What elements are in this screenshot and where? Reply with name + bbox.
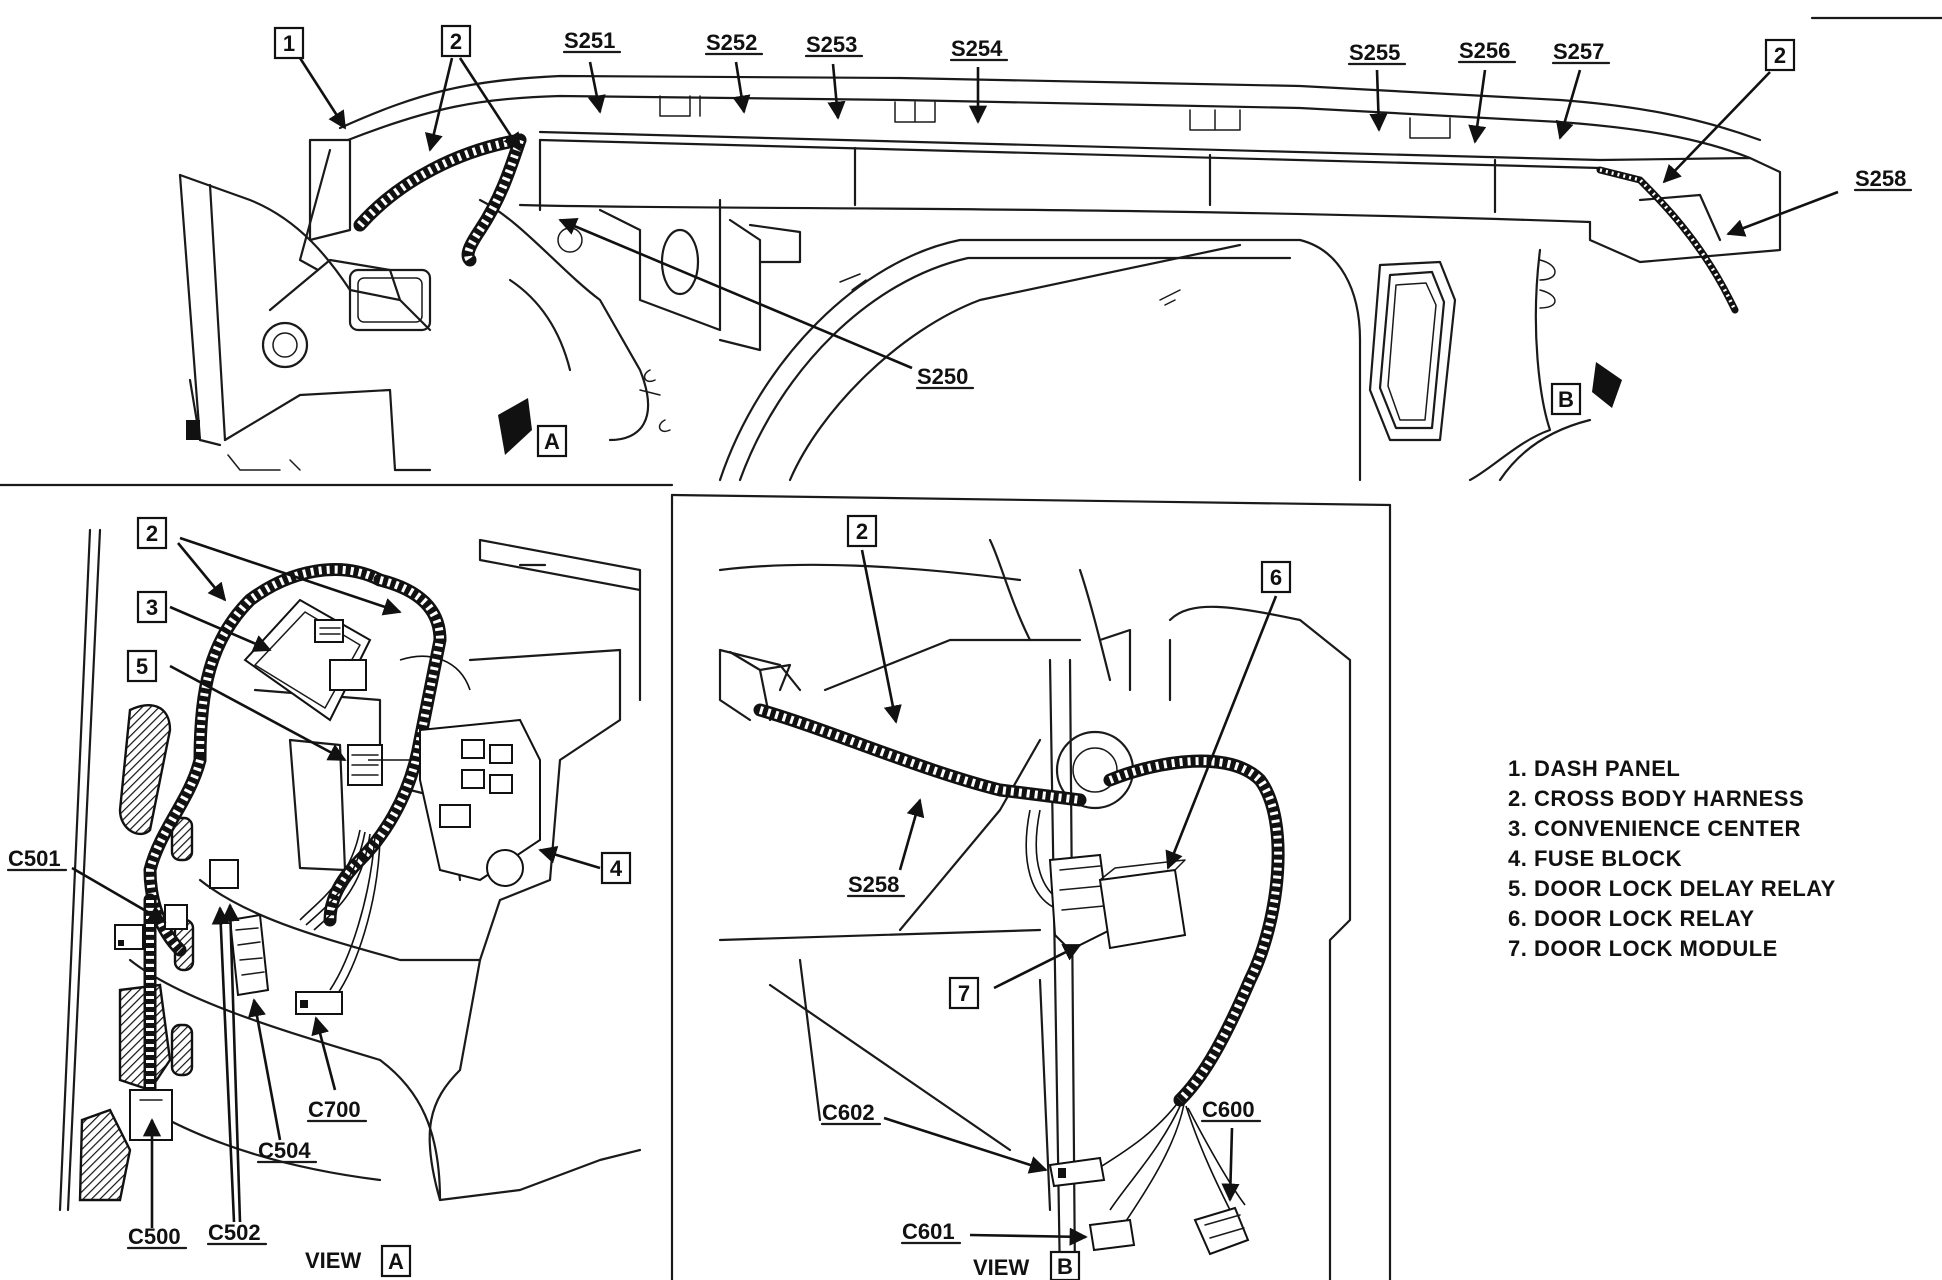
callout-harness-top-right: 2	[1764, 38, 1796, 72]
view-b-labels: 2 6 7 S258 C602 C601 C600 VIEW B	[820, 514, 1292, 1280]
svg-text:B: B	[1057, 1254, 1073, 1279]
callout-door-lock-module: 7	[948, 976, 980, 1010]
legend-item-5: 5. DOOR LOCK DELAY RELAY	[1508, 876, 1836, 901]
callout-convenience-center: 3	[136, 590, 168, 624]
svg-text:A: A	[544, 429, 560, 454]
legend-item-1: 1. DASH PANEL	[1508, 756, 1680, 781]
connector-label-c700: C700	[308, 1097, 361, 1122]
legend-item-2: 2. CROSS BODY HARNESS	[1508, 786, 1804, 811]
callout-dash-panel: 1	[273, 26, 305, 60]
callout-harness-view-b: 2	[846, 514, 878, 548]
view-b-caption: VIEW B	[973, 1250, 1081, 1280]
svg-text:VIEW: VIEW	[973, 1255, 1029, 1280]
svg-text:4: 4	[610, 856, 623, 881]
view-b-illustration	[718, 538, 1352, 1280]
svg-text:1: 1	[283, 31, 295, 56]
splice-label-s252: S252	[706, 30, 757, 55]
connector-c601	[1088, 1218, 1136, 1252]
svg-text:A: A	[388, 1249, 404, 1274]
panel-dividers	[0, 16, 1942, 1280]
legend-item-3: 3. CONVENIENCE CENTER	[1508, 816, 1801, 841]
svg-text:5: 5	[136, 654, 148, 679]
connector-label-c502: C502	[208, 1220, 261, 1245]
connector-label-c501: C501	[8, 846, 61, 871]
connector-label-c504: C504	[258, 1138, 311, 1163]
legend-item-7: 7. DOOR LOCK MODULE	[1508, 936, 1778, 961]
callout-door-lock-delay-relay: 5	[126, 649, 158, 683]
connector-label-c600: C600	[1202, 1097, 1255, 1122]
svg-text:6: 6	[1270, 565, 1282, 590]
connector-c504	[228, 913, 270, 997]
splice-label-s250: S250	[917, 364, 968, 389]
splice-label-s254: S254	[951, 36, 1003, 61]
view-marker-b: B	[1550, 382, 1582, 416]
callouts-top: 1 2 2 A B	[273, 24, 1796, 458]
svg-text:VIEW: VIEW	[305, 1248, 361, 1273]
connector-c602	[1048, 1156, 1106, 1188]
svg-text:2: 2	[450, 29, 462, 54]
dash-panel-overview	[178, 57, 1839, 482]
connector-c501	[114, 924, 144, 950]
svg-text:2: 2	[856, 519, 868, 544]
splice-label-s251: S251	[564, 28, 615, 53]
callout-door-lock-relay: 6	[1260, 560, 1292, 594]
connector-c600	[1193, 1206, 1250, 1256]
splice-label-s258-top: S258	[1855, 166, 1906, 191]
view-a-illustration	[58, 528, 642, 1228]
view-a-caption: VIEW A	[305, 1244, 412, 1278]
splice-label-s257: S257	[1553, 39, 1604, 64]
door-lock-module	[1048, 853, 1112, 952]
door-lock-relay	[1098, 868, 1187, 950]
splice-label-s253: S253	[806, 32, 857, 57]
svg-text:3: 3	[146, 595, 158, 620]
legend-item-6: 6. DOOR LOCK RELAY	[1508, 906, 1755, 931]
splice-label-s256: S256	[1459, 38, 1510, 63]
svg-text:2: 2	[1774, 43, 1786, 68]
splice-label-s255: S255	[1349, 40, 1400, 65]
connector-label-c500: C500	[128, 1224, 181, 1249]
component-legend: 1. DASH PANEL 2. CROSS BODY HARNESS 3. C…	[1508, 756, 1836, 961]
svg-text:2: 2	[146, 521, 158, 546]
svg-text:7: 7	[958, 981, 970, 1006]
view-a-labels: 2 3 5 4 C501 C700 C504 C500 C502 VIEW A	[6, 516, 632, 1278]
connector-label-c601: C601	[902, 1219, 955, 1244]
callout-harness-view-a: 2	[136, 516, 168, 550]
splice-labels-top: S251 S252 S253 S254 S255 S256 S257 S258 …	[562, 28, 1913, 390]
connector-label-c602: C602	[822, 1100, 875, 1125]
view-marker-a: A	[536, 424, 568, 458]
svg-text:B: B	[1558, 387, 1574, 412]
connector-c700	[295, 991, 343, 1015]
callout-harness-top-left: 2	[440, 24, 472, 58]
splice-label-s258-view-b: S258	[848, 872, 899, 897]
legend-item-4: 4. FUSE BLOCK	[1508, 846, 1682, 871]
callout-fuse-block: 4	[600, 851, 632, 885]
